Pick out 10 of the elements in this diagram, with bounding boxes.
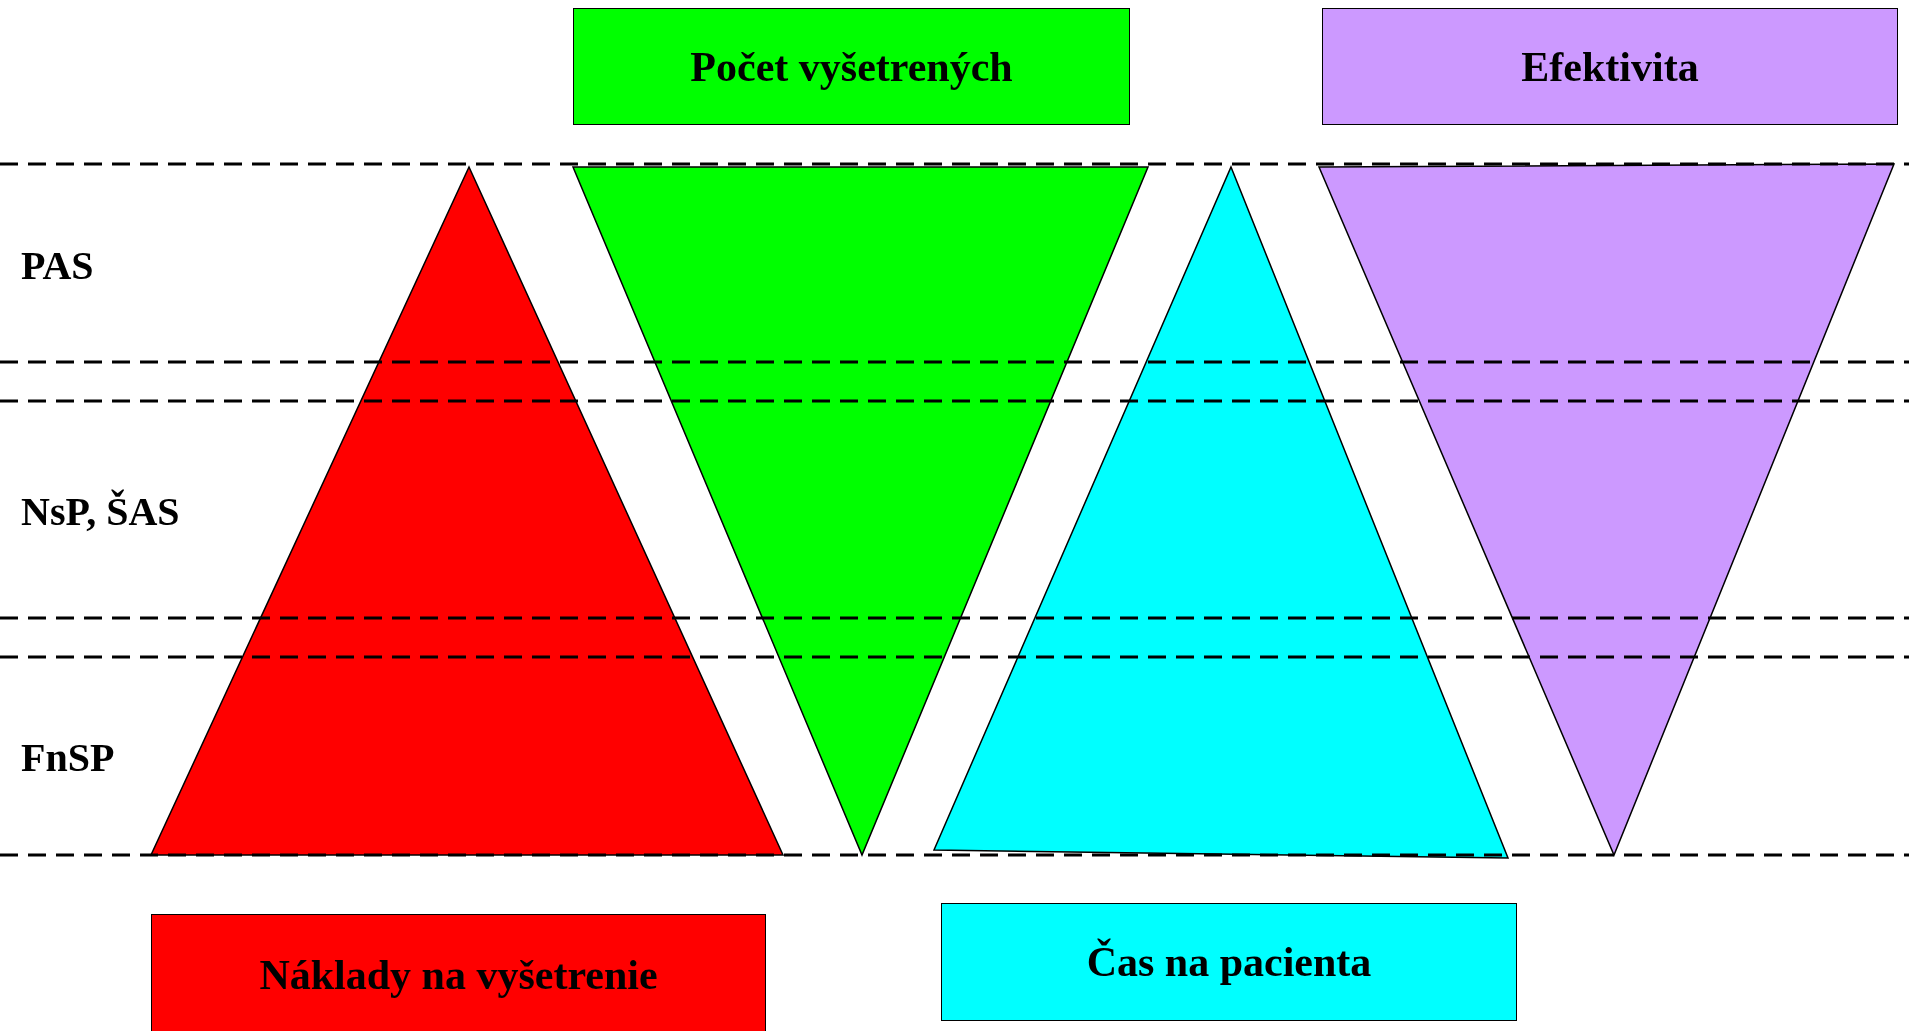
label-box: Náklady na vyšetrenie [151,914,766,1031]
triangle-shape [932,165,1510,859]
label-box: Počet vyšetrených [573,8,1130,125]
level-label: PAS [21,241,94,289]
label-box: Čas na pacienta [941,903,1517,1021]
triangle-shape [1317,163,1896,857]
label-box: Efektivita [1322,8,1898,125]
level-label: NsP, ŠAS [21,487,180,535]
level-label: FnSP [21,733,115,781]
triangle-shape [571,166,1150,857]
